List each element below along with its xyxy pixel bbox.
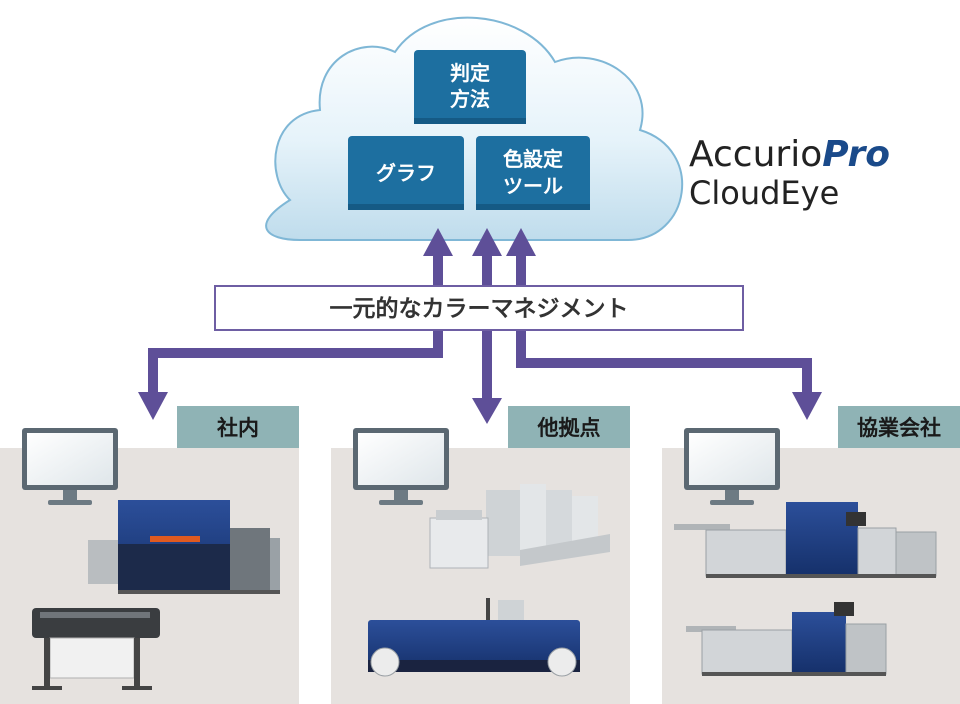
production-printer-icon [674, 502, 937, 578]
brand-cloudeye: CloudEye [689, 174, 839, 212]
desktop-monitor-icon [353, 428, 449, 505]
location-tab [177, 406, 299, 448]
wide-format-printer-icon [32, 608, 160, 690]
tool-label-line1: グラフ [376, 161, 436, 185]
production-press-icon [88, 500, 280, 594]
desktop-monitor-icon [22, 428, 118, 505]
production-printer-icon [686, 602, 887, 676]
tool-label-line1: 色設定 [503, 147, 563, 171]
arrow-down-head-left [138, 392, 168, 420]
arrow-down-head-center [472, 398, 502, 424]
location-tab [508, 406, 630, 448]
tool-box-judgment-method: 判定 方法 [414, 50, 526, 124]
location-label: 協業会社 [857, 416, 941, 440]
brand-pro: Pro [822, 134, 890, 175]
brand-logo: AccurioPro CloudEye [689, 134, 890, 212]
tool-label-line2: 方法 [450, 87, 490, 111]
svg-text:AccurioPro: AccurioPro [689, 134, 890, 175]
label-press-icon [368, 598, 580, 677]
tool-label-line2: ツール [503, 174, 563, 198]
arrow-up-head-right [506, 228, 536, 256]
desktop-monitor-icon [684, 428, 780, 505]
tool-label-line1: 判定 [450, 61, 490, 85]
tool-box-graph: グラフ [348, 136, 464, 210]
location-label: 他拠点 [537, 416, 601, 440]
arrow-up-head-center [472, 228, 502, 256]
arrow-down-head-right [792, 392, 822, 420]
arrow-up-head-left [423, 228, 453, 256]
brand-accurio: Accurio [689, 134, 822, 175]
offset-press-icon [429, 484, 610, 569]
tool-box-color-setting-tool: 色設定 ツール [476, 136, 590, 210]
location-tab [838, 406, 960, 448]
unified-color-management-band: 一元的なカラーマネジメント [214, 285, 744, 331]
location-label: 社内 [216, 416, 259, 440]
band-label: 一元的なカラーマネジメント [330, 295, 629, 322]
